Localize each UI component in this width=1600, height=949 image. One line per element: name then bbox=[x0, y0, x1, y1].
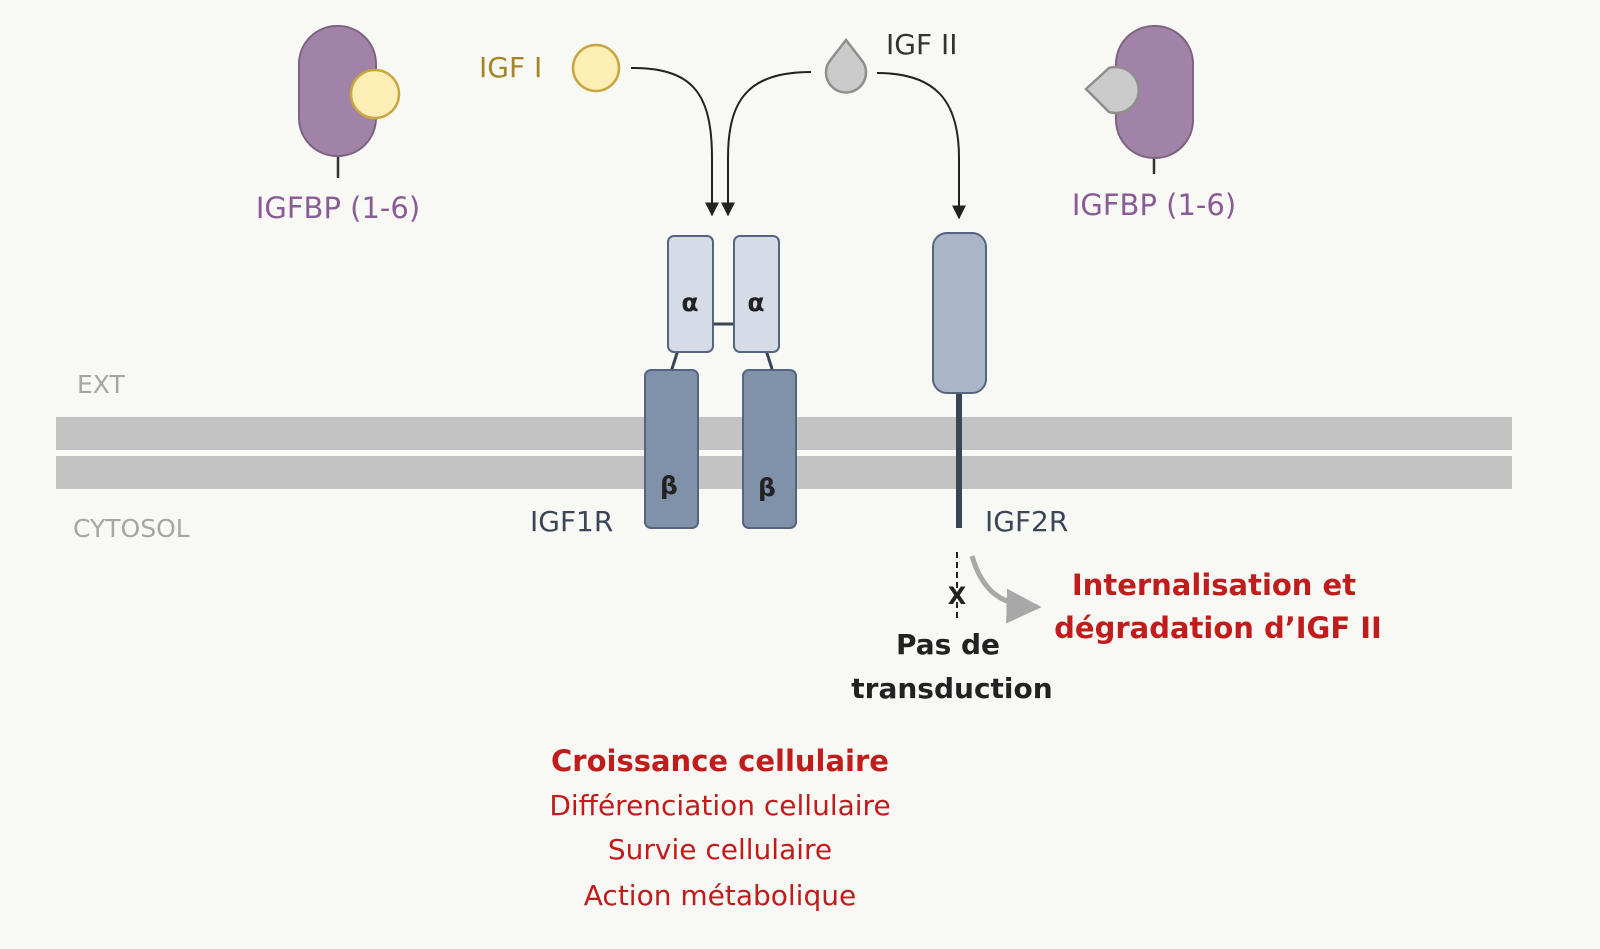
outcome-differenciation: Différenciation cellulaire bbox=[549, 789, 890, 822]
beta-label-left: β bbox=[660, 471, 678, 500]
igf1r-alpha-right bbox=[733, 235, 780, 353]
igf1-free bbox=[571, 43, 621, 93]
igf1-bound-left bbox=[349, 68, 401, 120]
igf1r-label: IGF1R bbox=[530, 505, 613, 538]
outcome-action-metabolique: Action métabolique bbox=[584, 879, 856, 912]
igf2-free bbox=[824, 37, 868, 94]
arrow-igf2-to-igf2r bbox=[876, 72, 966, 220]
igf1-label: IGF I bbox=[479, 51, 542, 84]
beta-label-right: β bbox=[758, 473, 776, 502]
igfbp-right-label: IGFBP (1-6) bbox=[1072, 188, 1236, 222]
ext-label: EXT bbox=[77, 370, 125, 399]
arrow-igf2-to-igf1r bbox=[721, 71, 812, 217]
igfbp-left-label: IGFBP (1-6) bbox=[256, 191, 420, 225]
alpha-label-right: α bbox=[747, 288, 764, 317]
alpha-label-left: α bbox=[681, 288, 698, 317]
igf1r-beta-right bbox=[742, 369, 797, 529]
arrow-igf1-to-igf1r bbox=[630, 67, 719, 217]
internalisation-line2: dégradation d’IGF II bbox=[1054, 611, 1382, 645]
igf2r-extracellular-domain bbox=[932, 232, 987, 394]
igf1r-alpha-left bbox=[667, 235, 714, 353]
no-transduction-line1: Pas de bbox=[896, 628, 1000, 661]
outcome-croissance: Croissance cellulaire bbox=[551, 744, 889, 778]
igf2r-label: IGF2R bbox=[985, 505, 1068, 538]
outcome-survie: Survie cellulaire bbox=[608, 833, 832, 866]
igfbp-right-complex bbox=[1084, 25, 1194, 174]
no-transduction-line2: transduction bbox=[851, 672, 1052, 705]
cytosol-label: CYTOSOL bbox=[73, 514, 190, 543]
alpha-beta-link-left bbox=[669, 349, 680, 373]
internalisation-line1: Internalisation et bbox=[1072, 568, 1356, 602]
alpha-beta-link-right bbox=[764, 349, 775, 373]
igf2r-receptor bbox=[932, 232, 987, 528]
igf1r-receptor: α α β β bbox=[644, 235, 797, 529]
igfbp-left-complex bbox=[298, 25, 401, 178]
arrow-internalisation bbox=[969, 555, 1042, 624]
blocked-signal-x: X bbox=[948, 582, 967, 610]
igf2-label: IGF II bbox=[886, 28, 957, 61]
igf1r-beta-left bbox=[644, 369, 699, 529]
igf2-bound-right bbox=[1084, 65, 1140, 115]
